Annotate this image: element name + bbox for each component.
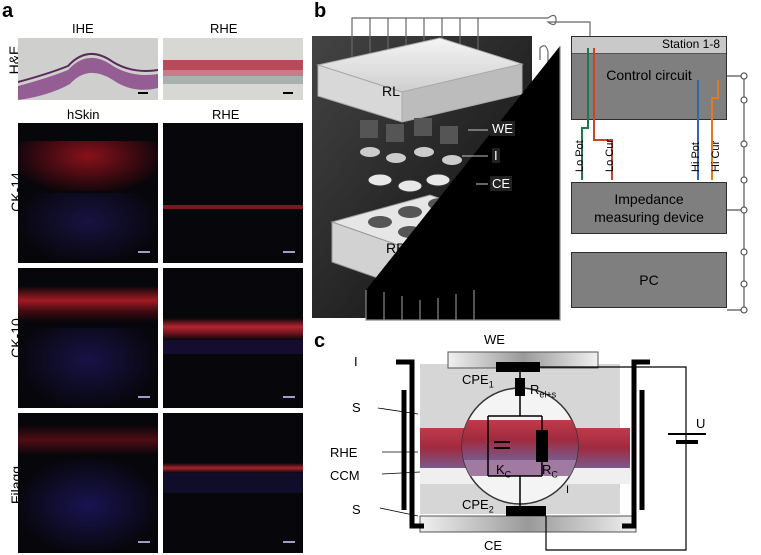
ck14-hskin-micrograph [18,123,158,263]
kc-label: KC [496,462,512,480]
impedance-line2: measuring device [594,209,704,225]
rhe-label-c: RHE [330,445,358,460]
ck10-hskin-micrograph [18,268,158,408]
rl-label: RL [382,83,400,99]
u-label: U [696,416,706,431]
pc-label: PC [639,272,659,288]
wiring [581,48,748,314]
hskin-title: hSkin [67,107,100,122]
panel-b-letter: b [314,0,327,22]
ihe-title: IHE [72,21,94,36]
filagg-hskin-micrograph [18,413,158,553]
i-right-label: I [566,484,570,496]
impedance-line1: Impedance [614,191,684,207]
rel-label: Rel+s [530,382,557,400]
we-label-b: WE [490,121,515,136]
wire-lo-pot: Lo Pot [574,140,586,172]
wire-hi-cur: Hi Cur [710,140,722,172]
ihe-micrograph [18,38,158,100]
control-circuit-label: Control circuit [606,67,692,83]
wire-hi-pot: Hi Pot [690,142,702,172]
pc-box: PC [571,252,727,308]
panel-c-letter: c [314,330,326,352]
ck14-rhe-micrograph [163,123,303,263]
ce-label-b: CE [490,176,513,191]
rhe-he-title: RHE [210,21,238,36]
i-label-b: I [492,148,500,163]
rb-label: RB [386,240,406,256]
ccm-label: CCM [330,468,360,483]
electrode-schematic [377,351,706,551]
filagg-rhe-micrograph [163,413,303,553]
rhe-he-micrograph [163,38,303,100]
cpe2-label: CPE2 [462,497,494,515]
station-label: Station 1-8 [661,37,720,51]
impedance-device-box: Impedance measuring device [571,182,727,234]
s-bottom-label: S [352,502,361,517]
rhe-fluor-title: RHE [212,107,240,122]
ce-label-c: CE [484,538,503,553]
cpe1-label: CPE1 [462,372,494,390]
ck10-rhe-micrograph [163,268,303,408]
control-circuit-box: Station 1-8 Control circuit [571,36,727,120]
wire-lo-cur: Lo Cur [604,138,616,172]
i-left-label: I [354,354,358,369]
rc-label: RC [542,462,558,480]
s-top-label: S [352,400,361,415]
we-label-c: WE [484,332,505,347]
panel-a-letter: a [2,0,14,22]
